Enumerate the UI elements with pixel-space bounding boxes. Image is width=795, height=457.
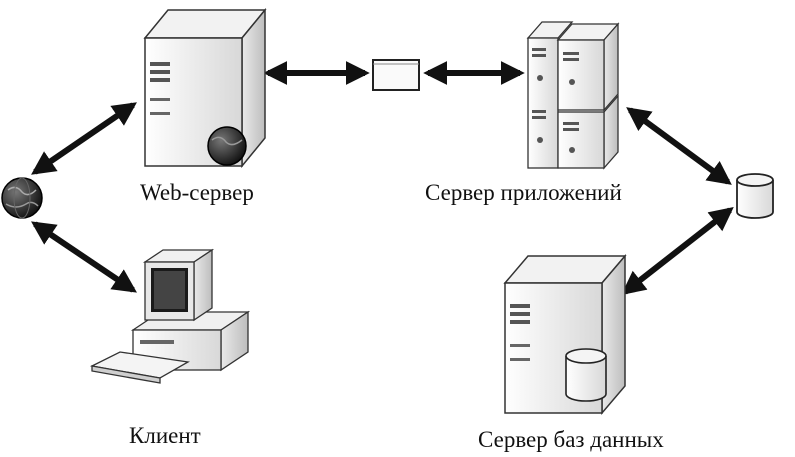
database-cylinder-icon — [736, 173, 774, 219]
client-label: Клиент — [129, 423, 201, 448]
database-server-icon — [503, 253, 627, 416]
globe-icon — [1, 177, 43, 219]
arrow-internet-client — [31, 221, 137, 293]
connection-arrows — [31, 61, 734, 295]
arrow-datastore-dbserver — [621, 207, 734, 295]
arrow-appserver-datastore — [626, 107, 732, 185]
message-box-icon — [372, 59, 420, 91]
db-server-label: Сервер баз данных — [478, 427, 664, 452]
arrow-internet-webserver — [31, 102, 137, 175]
app-server-cluster-icon — [526, 21, 620, 170]
web-server-label: Web-сервер — [140, 180, 254, 205]
desktop-computer-icon — [89, 248, 251, 384]
web-server-icon — [143, 7, 267, 169]
app-server-label: Сервер приложений — [425, 180, 622, 205]
